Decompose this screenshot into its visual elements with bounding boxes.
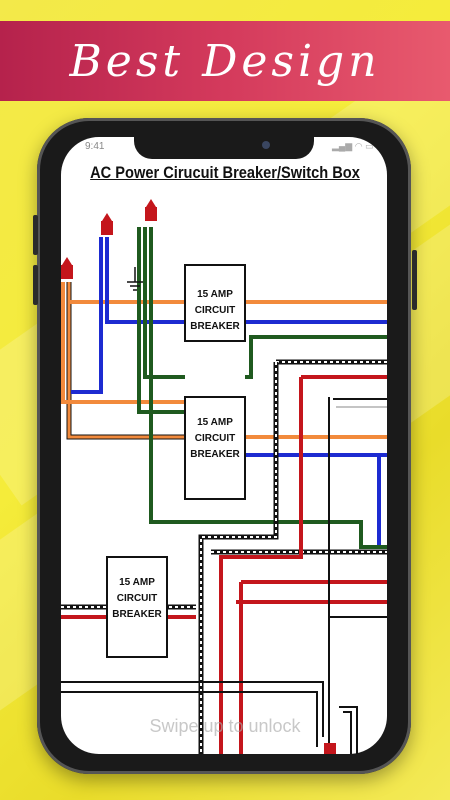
banner-title: Best Design (69, 35, 381, 87)
ground-wire (343, 711, 352, 754)
phone-volume-down-button (33, 265, 38, 305)
breaker-box (184, 264, 246, 342)
status-time: 9:41 (85, 141, 105, 152)
breaker-label-text: 15 AMP CIRCUIT BREAKER (190, 417, 240, 460)
wiring-diagram (61, 199, 387, 754)
blue-wire (71, 237, 103, 394)
ground-symbol-icon (127, 267, 143, 291)
red-wire (219, 377, 303, 754)
swipe-to-unlock-hint[interactable]: Swipe up to unlock (149, 716, 301, 736)
terminal-icon (61, 257, 73, 279)
green-wire (149, 227, 387, 549)
breaker-label: 15 AMP CIRCUIT BREAKER (185, 287, 245, 335)
terminal-icon (145, 199, 157, 221)
orange-wire (61, 282, 185, 404)
green-wire (245, 335, 387, 379)
orange-wire (67, 282, 185, 439)
camera-icon (262, 141, 270, 149)
green-wire (143, 227, 185, 379)
terminal-icon (101, 213, 113, 235)
phone-volume-up-button (33, 215, 38, 255)
breaker-label: 15 AMP CIRCUIT BREAKER (107, 575, 167, 623)
blue-wire (105, 237, 185, 324)
ground-wire (339, 706, 358, 754)
diagram-title: AC Power Cirucuit Breaker/Switch Box (90, 163, 360, 182)
breaker-label: 15 AMP CIRCUIT BREAKER (185, 415, 245, 463)
ground-wire (61, 681, 324, 737)
status-icons: ▂▄▆ ◠ ▭ (332, 141, 374, 151)
green-wire (137, 227, 185, 414)
breaker-box (106, 556, 168, 658)
blue-wire (245, 453, 381, 547)
terminal-icon (324, 743, 336, 754)
breaker-box (184, 396, 246, 500)
breaker-label-text: 15 AMP CIRCUIT BREAKER (112, 577, 162, 620)
promo-banner: Best Design (0, 21, 450, 101)
ground-wire (61, 691, 318, 747)
neutral-wire (200, 362, 277, 754)
phone-power-button (412, 250, 417, 310)
breaker-label-text: 15 AMP CIRCUIT BREAKER (190, 289, 240, 332)
